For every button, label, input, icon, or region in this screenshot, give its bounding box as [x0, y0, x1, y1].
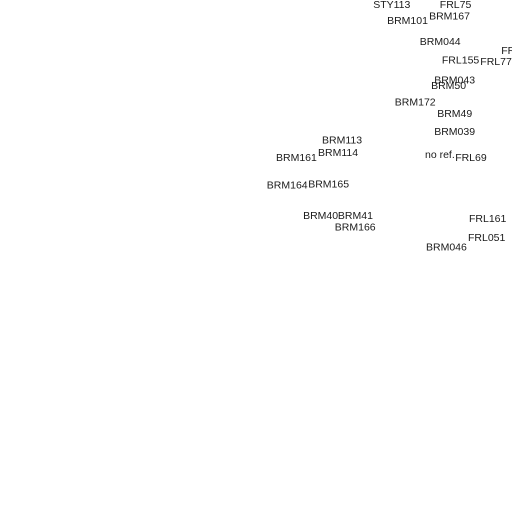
- point-label: BRM164: [267, 180, 308, 192]
- point-label: FRL155: [442, 55, 480, 67]
- point-label: FR: [501, 45, 512, 57]
- point-label: BRM40: [303, 210, 338, 222]
- point-label: BRM172: [395, 97, 436, 109]
- point-label: BRM114: [318, 147, 358, 159]
- point-label: BRM044: [420, 36, 461, 48]
- point-label: FRL77: [480, 56, 512, 68]
- point-label: BRM046: [426, 242, 467, 254]
- point-label: BRM113: [322, 135, 362, 147]
- point-label: BRM50: [431, 80, 466, 92]
- point-label: BRM161: [276, 152, 317, 164]
- point-label: BRM41: [338, 210, 373, 222]
- point-label: BRM167: [429, 11, 470, 23]
- point-label: BRM49: [437, 108, 472, 120]
- point-label: FRL051: [468, 232, 506, 244]
- point-label: FRL69: [455, 152, 487, 164]
- point-label: BRM165: [308, 179, 349, 191]
- point-label: no ref.: [425, 149, 455, 161]
- point-label: FRL75: [440, 0, 472, 11]
- point-label: BRM101: [387, 15, 428, 27]
- point-label: FRL161: [469, 213, 507, 225]
- point-label: BRM039: [434, 126, 475, 138]
- point-label: BRM166: [335, 222, 376, 234]
- point-label: STY113: [373, 0, 410, 11]
- point-label: BRM043: [434, 75, 475, 87]
